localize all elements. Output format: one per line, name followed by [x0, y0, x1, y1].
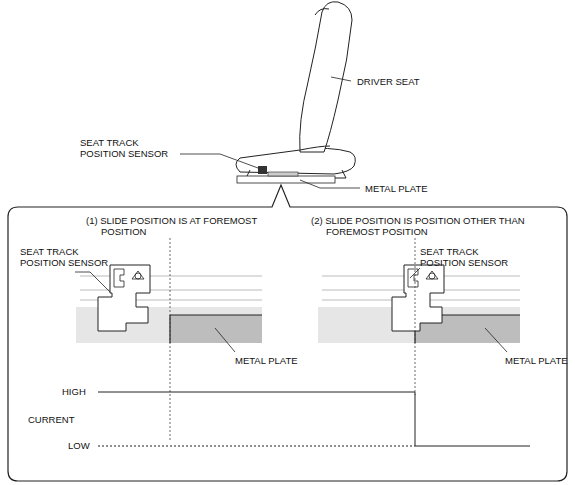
part-label: METAL PLATE	[235, 355, 335, 366]
condition-caption: (2) SLIDE POSITION IS POSITION OTHER THA…	[311, 215, 571, 237]
part-label: SEAT TRACK POSITION SENSOR	[80, 137, 180, 159]
part-label: SEAT TRACK POSITION SENSOR	[20, 246, 120, 268]
signal-level: LOW	[68, 440, 98, 451]
axis-label: CURRENT	[28, 414, 88, 425]
part-label: SEAT TRACK POSITION SENSOR	[420, 246, 520, 268]
part-label: METAL PLATE	[505, 355, 570, 366]
condition-caption: (1) SLIDE POSITION IS AT FOREMOST POSITI…	[86, 215, 276, 237]
signal-level: HIGH	[62, 386, 102, 397]
part-label: METAL PLATE	[365, 183, 465, 194]
part-label: DRIVER SEAT	[357, 76, 457, 87]
